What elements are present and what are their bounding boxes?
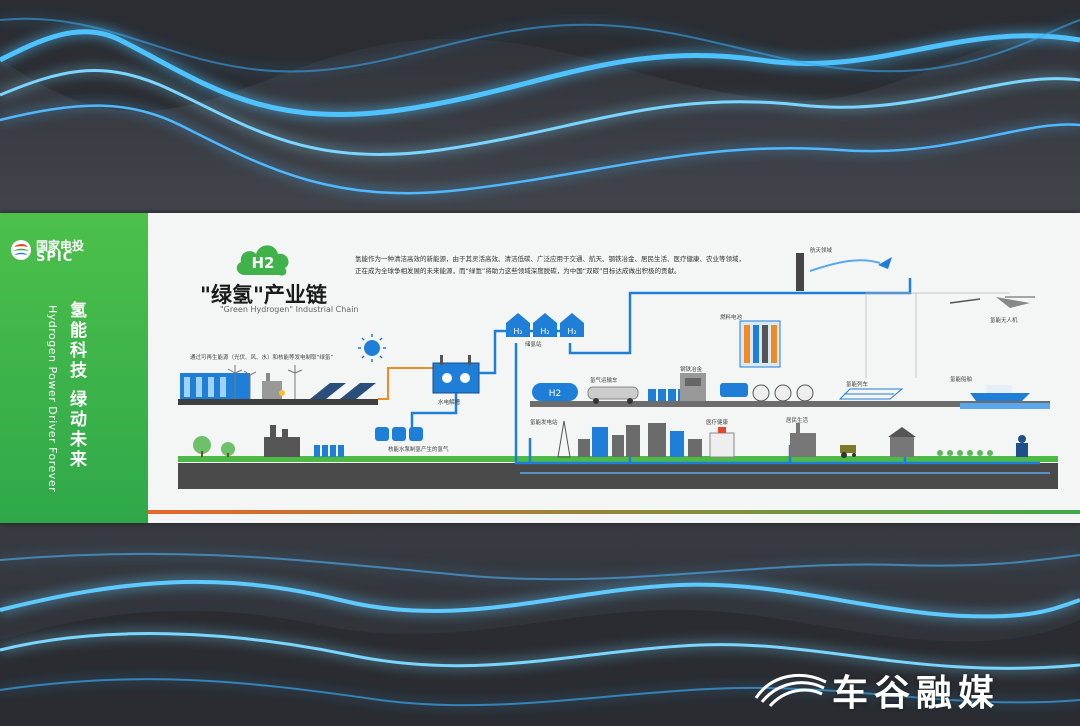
label-steel: 钢铁冶金	[680, 367, 703, 373]
fuel-cell-icon	[739, 320, 781, 368]
label-renewable: 通过可再生能源（光伏、风、水）和核能等发电制取“绿氢”	[190, 355, 334, 361]
h2-badge-text: H2	[252, 254, 275, 272]
factory-2-icon	[790, 423, 816, 457]
label-drone: 氢能无人机	[990, 318, 1018, 324]
crop-icons	[937, 450, 993, 456]
watermark-text: 车谷融媒	[832, 672, 1001, 714]
label-hospital: 医疗健康	[706, 420, 729, 426]
solar-panel-icons	[310, 383, 376, 399]
hydro-dam-icon	[180, 373, 250, 399]
chain-intro-text: 氢能作为一种清洁高效的新能源，由于其灵活高效、清洁低碳、广泛应用于交通、航天、钢…	[355, 255, 745, 275]
spic-logo: 国家电投 SPIC	[10, 235, 120, 265]
ground-green	[178, 456, 1058, 462]
house-icon	[888, 427, 916, 457]
label-rail: 氢能列车	[846, 382, 869, 388]
sun-icon	[358, 334, 386, 362]
brand-strip: 国家电投 SPIC 氢能科技 绿动未来 Hydrogen Power Drive…	[0, 213, 148, 523]
label-ship: 氢能船舶	[950, 377, 973, 383]
tanker-truck-icon	[587, 386, 639, 404]
vehicle-icons	[720, 383, 814, 402]
label-nuclear-note: 核能水泵制氢产生的氢气	[388, 447, 449, 453]
watermark-logo-icon	[754, 674, 827, 708]
hydrogen-train-icon	[838, 388, 904, 400]
label-power-plant: 氢能发电站	[530, 420, 558, 426]
hospital-icon	[709, 427, 735, 458]
hydrogen-chain-diagram: H2 "绿氢"产业链 "Green Hydrogen" Industrial C…	[150, 213, 1080, 523]
electrolyzer-icon	[432, 355, 480, 394]
tree-icons	[193, 436, 235, 457]
hydrogen-ship-icon	[960, 385, 1050, 409]
svg-text:H₂: H₂	[513, 327, 522, 336]
chain-title-cn: "绿氢"产业链	[200, 283, 327, 307]
platform-upper	[530, 401, 1050, 407]
city-buildings-icon	[557, 420, 702, 458]
h2-cloud-icon: H2	[236, 245, 289, 276]
svg-text:H₂: H₂	[540, 327, 549, 336]
tractor-icon	[840, 445, 856, 458]
gas-cylinder-icons	[314, 445, 344, 457]
svg-text:H₂: H₂	[567, 327, 576, 336]
factory-icon	[264, 425, 300, 457]
aviation-icon	[796, 253, 892, 291]
drone-icon	[949, 296, 1035, 308]
label-household: 居民生活	[786, 418, 809, 424]
brand-name-cn: 国家电投	[36, 239, 85, 253]
label-storage-station: 储氢站	[525, 342, 542, 348]
svg-text:H2: H2	[549, 389, 562, 399]
label-electrolysis: 水电解槽	[438, 400, 461, 406]
farmer-icon	[1016, 435, 1028, 457]
power-line-orange	[378, 367, 433, 400]
label-aviation: 航天领域	[810, 248, 833, 254]
wind-turbine-icons	[227, 365, 303, 399]
label-fuel-cell: 燃料电池	[720, 315, 743, 321]
panel-bottom-line	[148, 510, 1080, 514]
nuclear-plant-icon	[262, 373, 285, 399]
chain-title-en: "Green Hydrogen" Industrial Chain	[220, 305, 359, 314]
h2-storage-houses: H₂ H₂ H₂	[506, 313, 584, 337]
platform-left	[178, 399, 378, 405]
steel-plant-icon	[680, 373, 706, 401]
slogan-cn: 氢能科技 绿动未来	[66, 301, 86, 470]
brand-name-en: SPIC	[36, 250, 74, 265]
label-tanker: 氢气运输车	[590, 378, 618, 384]
slogan-en: Hydrogen Power Driver Forever	[46, 305, 59, 493]
chain-illustration: H₂ H₂ H₂ H2	[178, 253, 1058, 489]
spic-logo-icon	[11, 240, 31, 260]
ground-dark	[178, 463, 1058, 489]
display-panel: 国家电投 SPIC 氢能科技 绿动未来 Hydrogen Power Drive…	[0, 213, 1080, 523]
h2-tank-icon: H2	[532, 383, 578, 401]
h2-storage-tanks	[375, 427, 423, 441]
watermark: 车谷融媒	[752, 662, 1062, 714]
